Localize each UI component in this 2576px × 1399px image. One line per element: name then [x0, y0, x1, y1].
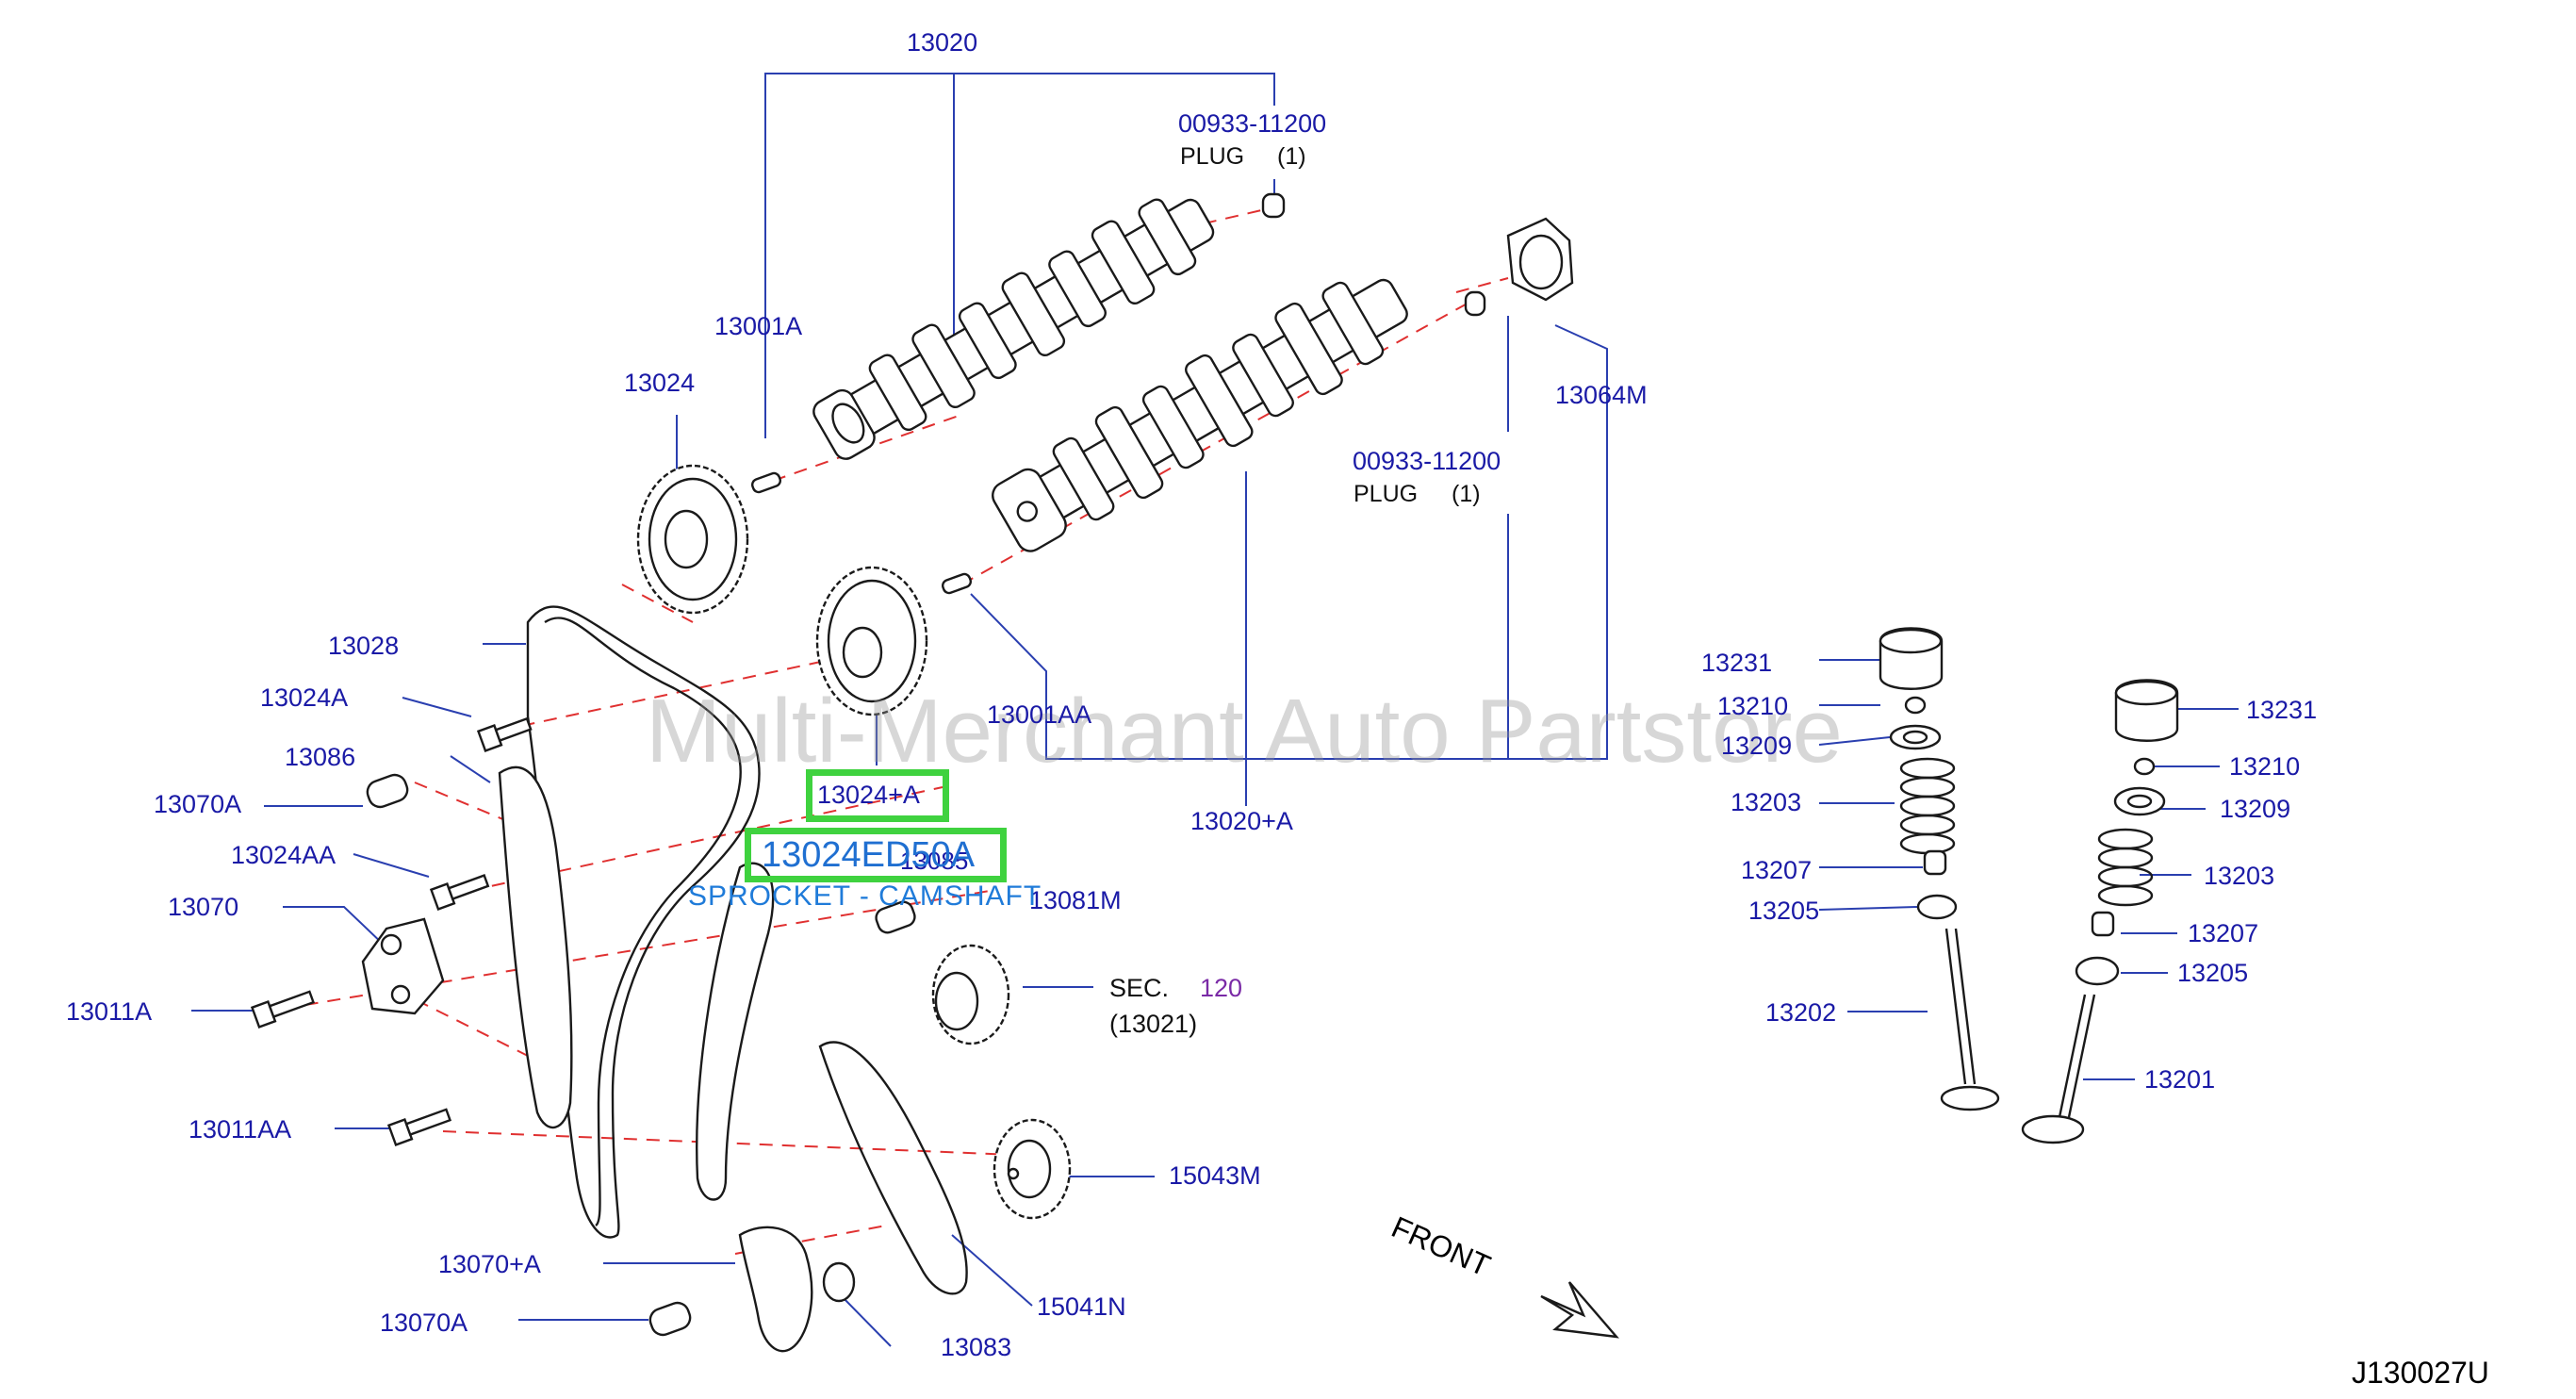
plug-upper-part[interactable]: 00933-11200 [1178, 109, 1327, 138]
plug-lower-part[interactable]: 00933-11200 [1353, 447, 1501, 475]
callout-13210-right[interactable]: 13210 [2229, 752, 2301, 781]
camshaft-sprocket-upper [636, 464, 749, 615]
callout-13024[interactable]: 13024 [624, 369, 696, 397]
crank-sprocket [931, 944, 1010, 1045]
highlight-13024plusA[interactable] [806, 769, 949, 822]
watermark: Multi-Merchant Auto Partstore [646, 681, 1843, 782]
callout-13201[interactable]: 13201 [2144, 1065, 2216, 1094]
callout-13024A[interactable]: 13024A [260, 683, 349, 712]
cam-sensor-plate [1506, 217, 1574, 302]
callout-13231-left[interactable]: 13231 [1701, 649, 1773, 677]
callout-13024AA[interactable]: 13024AA [231, 841, 336, 869]
callout-13205-right[interactable]: 13205 [2177, 959, 2249, 987]
plug-upper-name: PLUG [1180, 143, 1245, 170]
callout-13028[interactable]: 13028 [328, 632, 400, 660]
plug-lower-name: PLUG [1354, 481, 1419, 507]
callout-13202[interactable]: 13202 [1765, 998, 1837, 1027]
dowel-13070A-bottom [648, 1301, 692, 1337]
upper-camshaft [812, 198, 1215, 460]
dowel-13070A-top [366, 773, 409, 809]
plug-upper-qty: (1) [1277, 143, 1306, 170]
dowel-pin-lower [942, 572, 972, 595]
callout-13024plusA[interactable]: 13024+A [817, 781, 920, 809]
callout-13209-left[interactable]: 13209 [1721, 732, 1793, 760]
bolts [250, 716, 533, 1146]
tensioner-arm [738, 1226, 813, 1353]
callout-13207-right[interactable]: 13207 [2188, 919, 2259, 947]
callout-13231-right[interactable]: 13231 [2246, 696, 2318, 724]
callout-13001AA[interactable]: 13001AA [987, 700, 1092, 729]
lower-camshaft [992, 278, 1408, 552]
valve-train-left [1879, 627, 2000, 1111]
callout-13064M[interactable]: 13064M [1555, 381, 1648, 409]
callout-15043M[interactable]: 15043M [1169, 1161, 1261, 1190]
callout-13011AA[interactable]: 13011AA [189, 1115, 292, 1144]
chain-guide-left [498, 765, 573, 1129]
secondary-chain [818, 1041, 968, 1295]
dowel-pin-upper [751, 471, 781, 494]
plug-upper [1261, 192, 1286, 219]
callout-13011A[interactable]: 13011A [66, 997, 153, 1026]
plug-lower-qty: (1) [1452, 481, 1481, 507]
pin-13081M [875, 900, 916, 934]
oil-pump-sprocket [993, 1118, 1072, 1220]
sec-label: SEC. [1109, 974, 1170, 1002]
callout-15041N[interactable]: 15041N [1037, 1292, 1126, 1321]
selected-part-description: SPROCKET - CAMSHAFT [688, 881, 1042, 912]
bushing-13083 [822, 1261, 856, 1303]
callout-13020plusA[interactable]: 13020+A [1190, 807, 1293, 835]
callout-13020[interactable]: 13020 [907, 28, 978, 57]
callout-13070[interactable]: 13070 [168, 893, 239, 921]
valve-train-right [2021, 679, 2179, 1144]
callout-13083[interactable]: 13083 [941, 1333, 1012, 1361]
chain-guide-right [696, 862, 775, 1201]
front-arrow-icon [1540, 1281, 1619, 1339]
callout-13209-right[interactable]: 13209 [2220, 795, 2291, 823]
callout-13210-left[interactable]: 13210 [1717, 692, 1789, 720]
callout-13086[interactable]: 13086 [285, 743, 356, 771]
callout-13081M[interactable]: 13081M [1029, 886, 1122, 914]
callout-13205-left[interactable]: 13205 [1748, 897, 1820, 925]
camshaft-sprocket-lower [815, 566, 928, 716]
callout-13070A-bottom[interactable]: 13070A [380, 1308, 468, 1337]
selected-part-number[interactable]: 13024ED50A [762, 835, 976, 875]
selected-part-box[interactable] [745, 828, 1007, 882]
sec-number[interactable]: 120 [1200, 974, 1243, 1002]
callout-13001A[interactable]: 13001A [714, 312, 803, 340]
callout-13203-right[interactable]: 13203 [2204, 862, 2275, 890]
callout-13085[interactable]: 13085 [900, 847, 969, 875]
figure-code: J130027U [2352, 1356, 2489, 1390]
callout-13070A-top[interactable]: 13070A [154, 790, 242, 818]
callout-13203-left[interactable]: 13203 [1731, 788, 1802, 816]
sec-sub: (13021) [1109, 1010, 1198, 1038]
callout-13070plusA[interactable]: 13070+A [438, 1250, 541, 1278]
callout-13207-left[interactable]: 13207 [1741, 856, 1813, 884]
plug-lower [1464, 290, 1486, 317]
chain-tensioner [361, 917, 445, 1015]
